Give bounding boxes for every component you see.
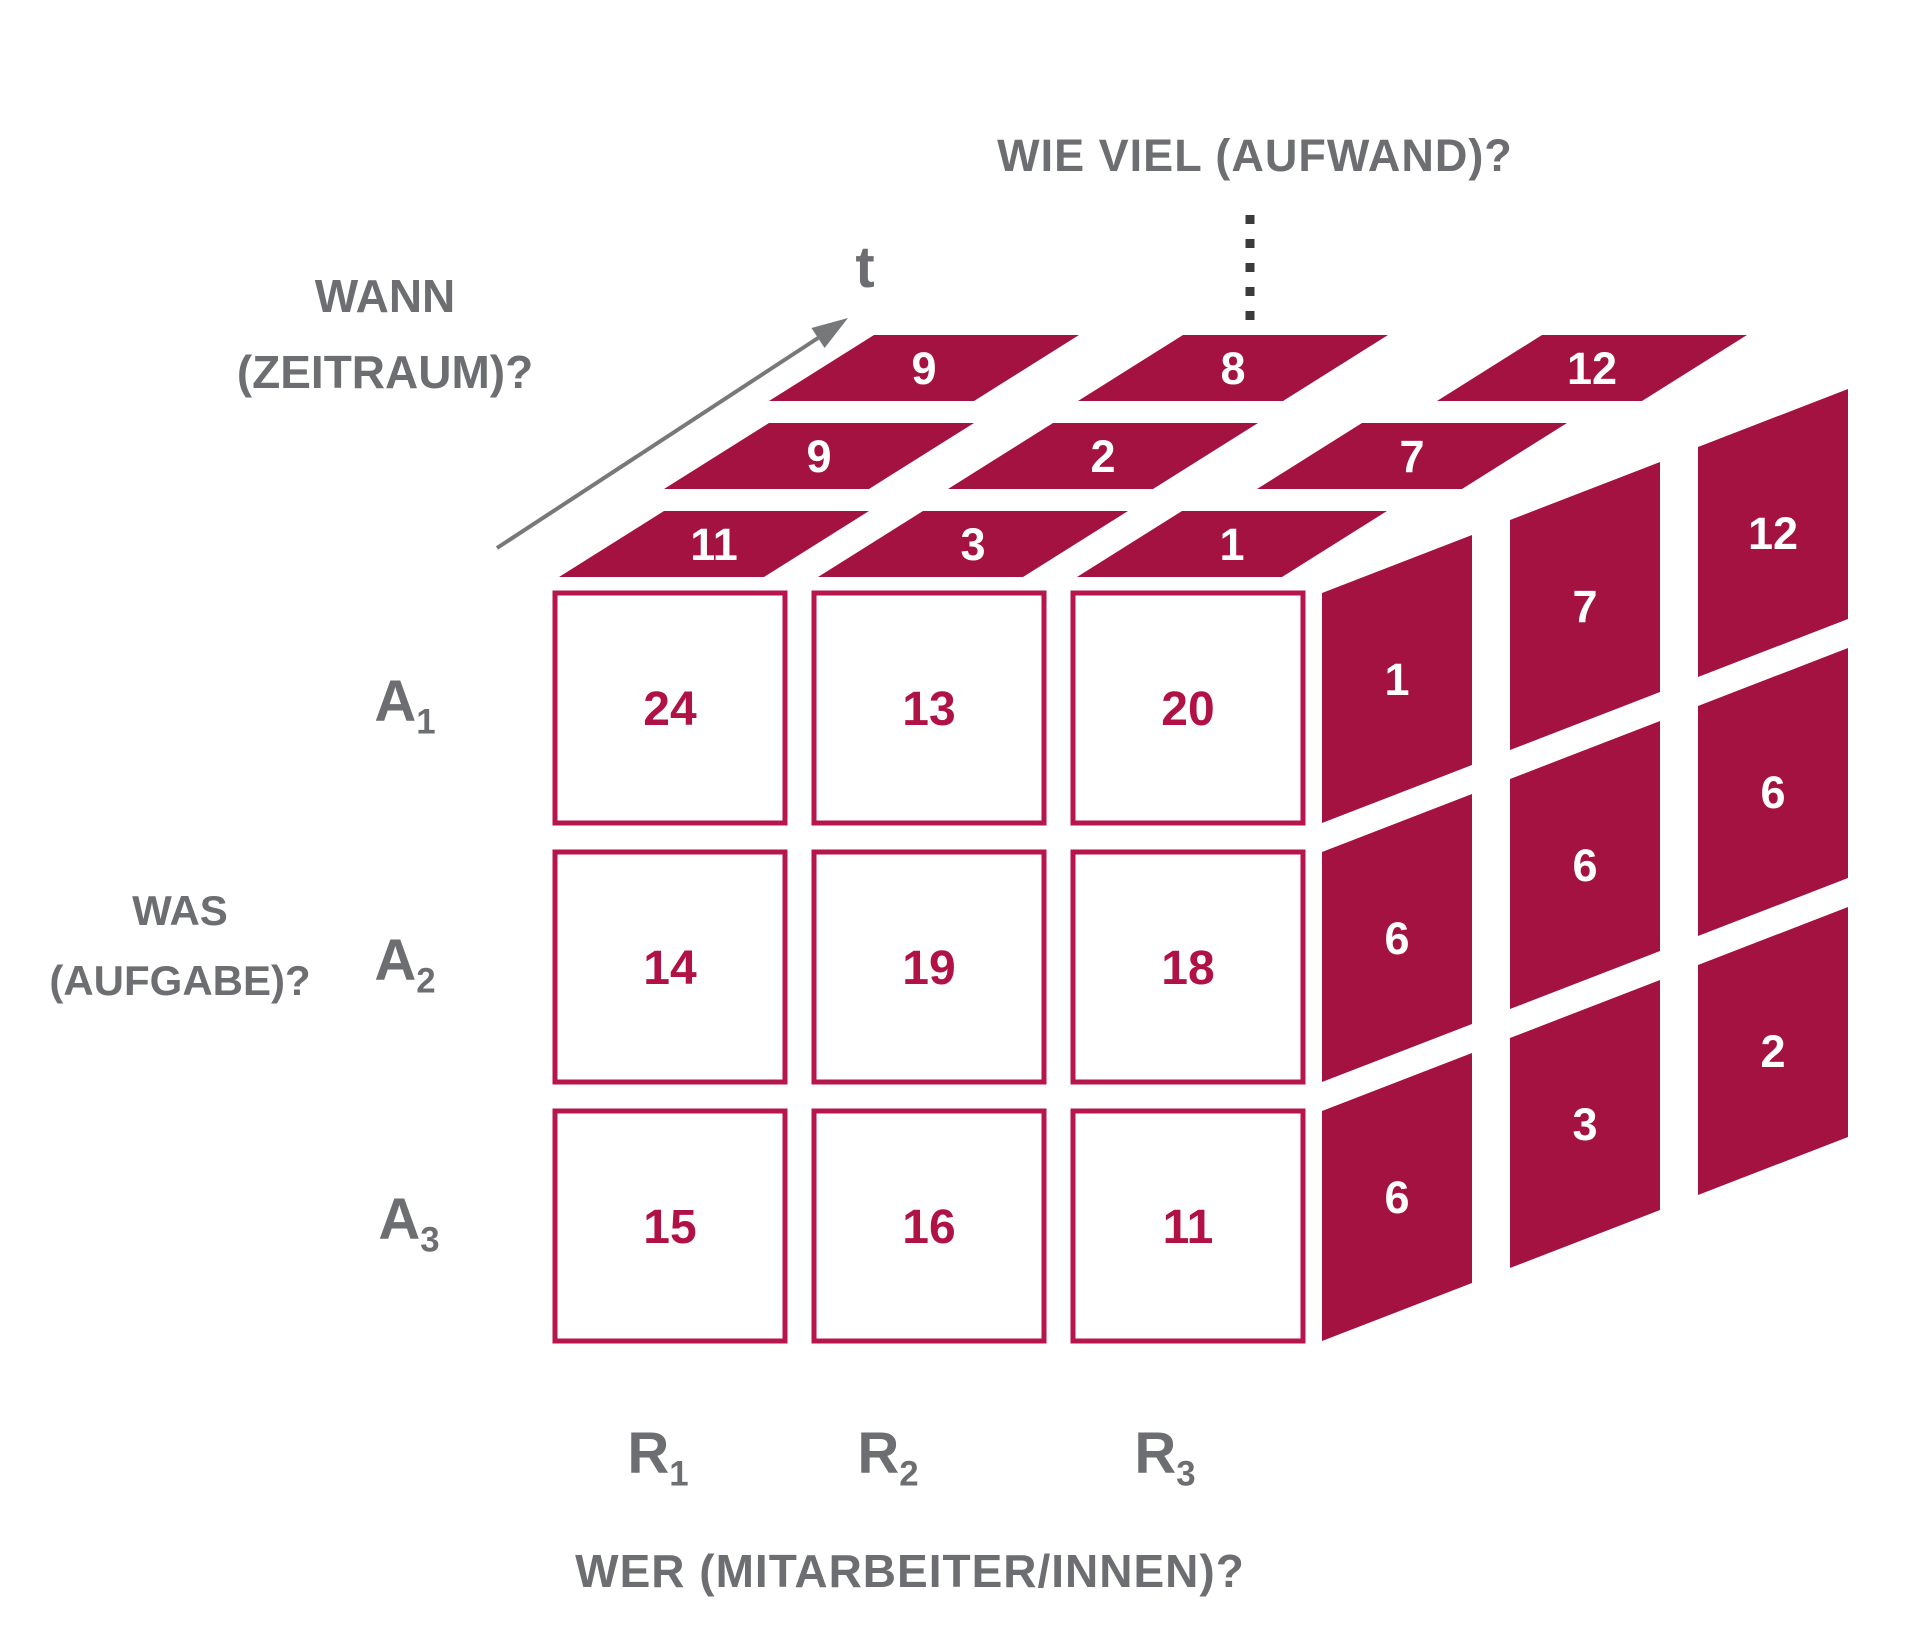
- top-tile: [559, 511, 869, 577]
- right-tile-value: 6: [1572, 840, 1597, 891]
- top-tile: [1078, 335, 1388, 401]
- right-tile-value: 1: [1384, 654, 1409, 705]
- top-tile-value: 9: [911, 343, 936, 394]
- task-axis-label: WAS (AUFGABE)?: [0, 876, 360, 1016]
- arrow-line-icon: [495, 336, 820, 550]
- front-cell-value: 16: [902, 1201, 955, 1254]
- right-tile-value: 3: [1572, 1099, 1597, 1150]
- front-cell: [1070, 1108, 1306, 1344]
- time-axis-label-line1: WANN: [314, 270, 456, 322]
- front-cell: [552, 1108, 788, 1344]
- top-tile-value: 1: [1219, 519, 1244, 570]
- task-axis-label-line1: WAS: [132, 887, 228, 934]
- right-tile: [1322, 1053, 1472, 1341]
- col-label-r2: R2: [857, 1421, 919, 1494]
- row-label-a2: A2: [374, 928, 436, 1001]
- front-cell-value: 14: [643, 942, 697, 995]
- front-cell-value: 13: [902, 683, 955, 736]
- arrow-head-icon: [811, 318, 848, 348]
- front-cell: [552, 590, 788, 826]
- top-tile-value: 2: [1090, 431, 1115, 482]
- front-cell-value: 15: [643, 1201, 696, 1254]
- top-tile-value: 7: [1399, 431, 1424, 482]
- front-cell-value: 24: [643, 683, 697, 736]
- row-label-a1: A1: [374, 669, 436, 742]
- right-tile: [1510, 462, 1660, 750]
- task-axis-label-line2: (AUFGABE)?: [49, 957, 311, 1004]
- right-tile: [1698, 907, 1848, 1195]
- right-tile-value: 2: [1760, 1026, 1785, 1077]
- right-tile-value: 6: [1384, 913, 1409, 964]
- col-label-r1: R1: [627, 1421, 689, 1494]
- people-axis-label: WER (MITARBEITER/INNEN)?: [575, 1545, 1245, 1597]
- time-axis-label: WANN (ZEITRAUM)?: [160, 258, 610, 410]
- front-cell: [811, 849, 1047, 1085]
- front-cell-value: 19: [902, 942, 955, 995]
- top-tile: [1437, 335, 1747, 401]
- top-tile: [769, 335, 1079, 401]
- front-cell: [552, 849, 788, 1085]
- right-tile-value: 12: [1748, 508, 1798, 559]
- top-tile: [1077, 511, 1387, 577]
- front-cell: [1070, 849, 1306, 1085]
- right-tile: [1510, 721, 1660, 1009]
- right-tile-value: 6: [1384, 1172, 1409, 1223]
- front-cell-value: 20: [1161, 683, 1214, 736]
- time-axis-label-line2: (ZEITRAUM)?: [236, 346, 534, 398]
- top-tile-value: 9: [806, 431, 831, 482]
- top-tile: [818, 511, 1128, 577]
- row-label-a3: A3: [378, 1187, 440, 1260]
- top-tile-value: 8: [1220, 343, 1245, 394]
- front-cell-value: 11: [1163, 1201, 1214, 1254]
- top-tile: [664, 423, 974, 489]
- right-tile: [1698, 389, 1848, 677]
- right-tile-value: 7: [1572, 581, 1597, 632]
- top-tile: [948, 423, 1258, 489]
- front-cell-value: 18: [1161, 942, 1214, 995]
- front-cell: [1070, 590, 1306, 826]
- right-tile: [1698, 648, 1848, 936]
- top-tile-value: 12: [1567, 343, 1617, 394]
- right-tile: [1322, 535, 1472, 823]
- top-tile-value: 11: [690, 519, 738, 570]
- right-tile: [1510, 980, 1660, 1268]
- front-cell: [811, 590, 1047, 826]
- col-label-r3: R3: [1134, 1421, 1196, 1494]
- time-axis-symbol: t: [855, 235, 875, 300]
- effort-axis-label: WIE VIEL (AUFWAND)?: [997, 130, 1513, 181]
- right-tile: [1322, 794, 1472, 1082]
- top-tile: [1257, 423, 1567, 489]
- time-axis-arrow: [495, 318, 848, 550]
- front-cell: [811, 1108, 1047, 1344]
- right-tile-value: 6: [1760, 767, 1785, 818]
- top-tile-value: 3: [960, 519, 985, 570]
